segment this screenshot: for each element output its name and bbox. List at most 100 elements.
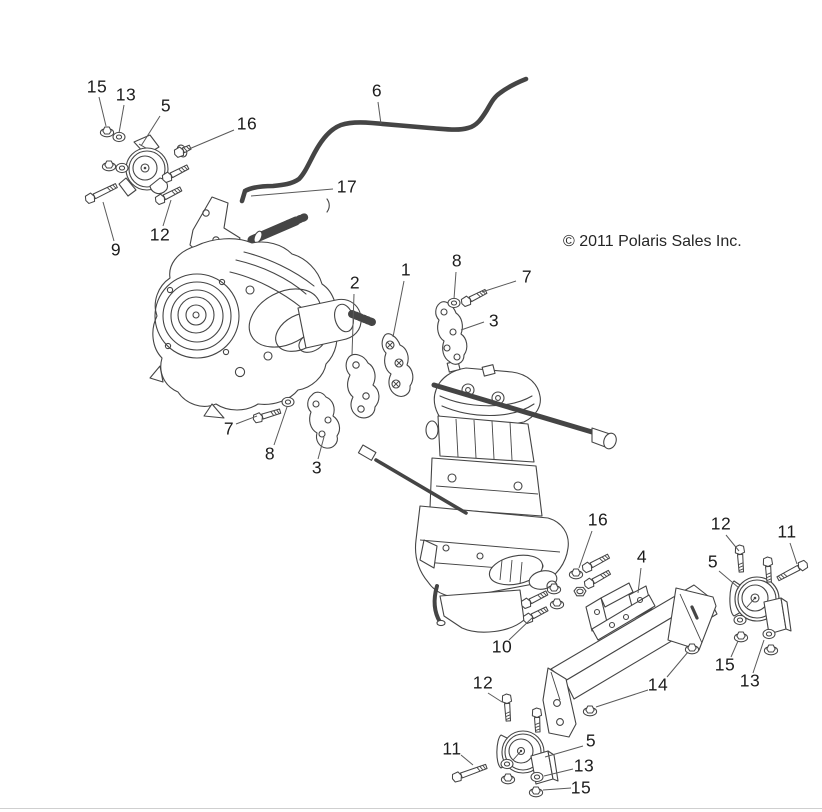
sensor-cable bbox=[357, 444, 468, 515]
leader-line bbox=[392, 280, 405, 338]
leader-line bbox=[789, 542, 798, 565]
callout-4: 4 bbox=[636, 546, 648, 567]
leader-line bbox=[140, 115, 161, 147]
callout-5: 5 bbox=[160, 95, 172, 116]
flange-nut bbox=[528, 786, 544, 798]
flange-nut bbox=[582, 705, 598, 717]
bolt bbox=[734, 544, 746, 573]
engine-mount-top-left bbox=[118, 134, 169, 197]
leader-line bbox=[730, 640, 739, 658]
bolt bbox=[460, 288, 488, 308]
bolt bbox=[522, 606, 549, 625]
leader-line bbox=[725, 534, 740, 552]
callout-3: 3 bbox=[311, 457, 323, 478]
callout-3: 3 bbox=[488, 310, 500, 331]
vent-tube bbox=[239, 76, 529, 213]
washer bbox=[762, 628, 776, 640]
bolt bbox=[762, 556, 774, 583]
callout-8: 8 bbox=[451, 250, 463, 271]
page-bottom-border bbox=[0, 808, 822, 809]
callout-10: 10 bbox=[491, 636, 513, 657]
flange-nut bbox=[99, 126, 115, 138]
callout-2: 2 bbox=[349, 272, 361, 293]
callout-9: 9 bbox=[110, 239, 122, 260]
leader-line bbox=[377, 101, 382, 125]
leader-line bbox=[752, 639, 765, 674]
flange-nut bbox=[549, 598, 565, 610]
leader-line bbox=[235, 415, 258, 425]
flange-nut bbox=[684, 643, 700, 655]
callout-1: 1 bbox=[400, 259, 412, 280]
leader-line bbox=[118, 104, 125, 134]
engine-harness bbox=[431, 382, 617, 450]
bolt bbox=[84, 183, 118, 204]
washer bbox=[447, 297, 461, 309]
bolt bbox=[581, 553, 611, 574]
callout-15: 15 bbox=[570, 777, 592, 798]
leader-line bbox=[250, 188, 334, 197]
callout-7: 7 bbox=[223, 418, 235, 439]
callout-13: 13 bbox=[573, 755, 595, 776]
leader-line bbox=[317, 436, 325, 460]
callout-5: 5 bbox=[707, 551, 719, 572]
flange-nut bbox=[500, 773, 516, 785]
copyright-notice: © 2011 Polaris Sales Inc. bbox=[563, 233, 742, 250]
leader-line bbox=[351, 293, 355, 356]
flange-nut bbox=[733, 631, 749, 643]
flange-nut bbox=[568, 568, 584, 580]
mount-plate-3-right bbox=[435, 301, 468, 365]
callout-6: 6 bbox=[371, 80, 383, 101]
callout-17: 17 bbox=[336, 176, 358, 197]
washer bbox=[112, 131, 126, 143]
hardware-layer bbox=[84, 126, 809, 798]
transmission bbox=[149, 196, 376, 419]
callout-15: 15 bbox=[86, 76, 108, 97]
leader-line bbox=[718, 570, 740, 589]
mount-plate-1 bbox=[381, 333, 414, 397]
leader-line bbox=[542, 787, 572, 791]
leader-line bbox=[666, 651, 689, 678]
callout-11: 11 bbox=[442, 738, 462, 759]
callout-11: 11 bbox=[777, 521, 797, 542]
callout-15: 15 bbox=[714, 654, 736, 675]
flange-bolt bbox=[173, 144, 192, 158]
leader-line bbox=[543, 768, 574, 777]
callout-7: 7 bbox=[521, 266, 533, 287]
leader-line bbox=[460, 754, 474, 766]
bolt bbox=[776, 559, 809, 582]
bolt bbox=[501, 693, 513, 722]
bolt bbox=[451, 763, 488, 783]
callout-8: 8 bbox=[264, 443, 276, 464]
callout-12: 12 bbox=[472, 672, 494, 693]
leader-line bbox=[460, 321, 485, 331]
bolt bbox=[520, 590, 549, 610]
washer bbox=[530, 771, 544, 783]
engine-mount-right bbox=[729, 576, 792, 635]
washer bbox=[281, 396, 295, 408]
callout-5: 5 bbox=[585, 730, 597, 751]
washer bbox=[733, 614, 747, 626]
leader-lines-layer bbox=[98, 96, 798, 791]
flange-nut bbox=[101, 160, 117, 172]
leader-line bbox=[453, 271, 457, 300]
bolt bbox=[154, 186, 183, 206]
washer bbox=[500, 758, 514, 770]
leader-line bbox=[487, 692, 503, 703]
callout-16: 16 bbox=[236, 113, 258, 134]
leader-line bbox=[273, 406, 288, 446]
callout-12: 12 bbox=[149, 224, 171, 245]
leader-line bbox=[637, 567, 642, 594]
callout-13: 13 bbox=[739, 670, 761, 691]
leader-line bbox=[102, 201, 115, 242]
leader-line bbox=[188, 129, 235, 150]
leader-line bbox=[595, 689, 649, 708]
flange-nut bbox=[763, 644, 779, 656]
engine bbox=[414, 360, 569, 633]
leader-line bbox=[162, 199, 172, 227]
leader-line bbox=[481, 280, 517, 293]
bolt bbox=[252, 408, 282, 424]
callout-14: 14 bbox=[647, 674, 669, 695]
leader-line bbox=[98, 96, 107, 127]
